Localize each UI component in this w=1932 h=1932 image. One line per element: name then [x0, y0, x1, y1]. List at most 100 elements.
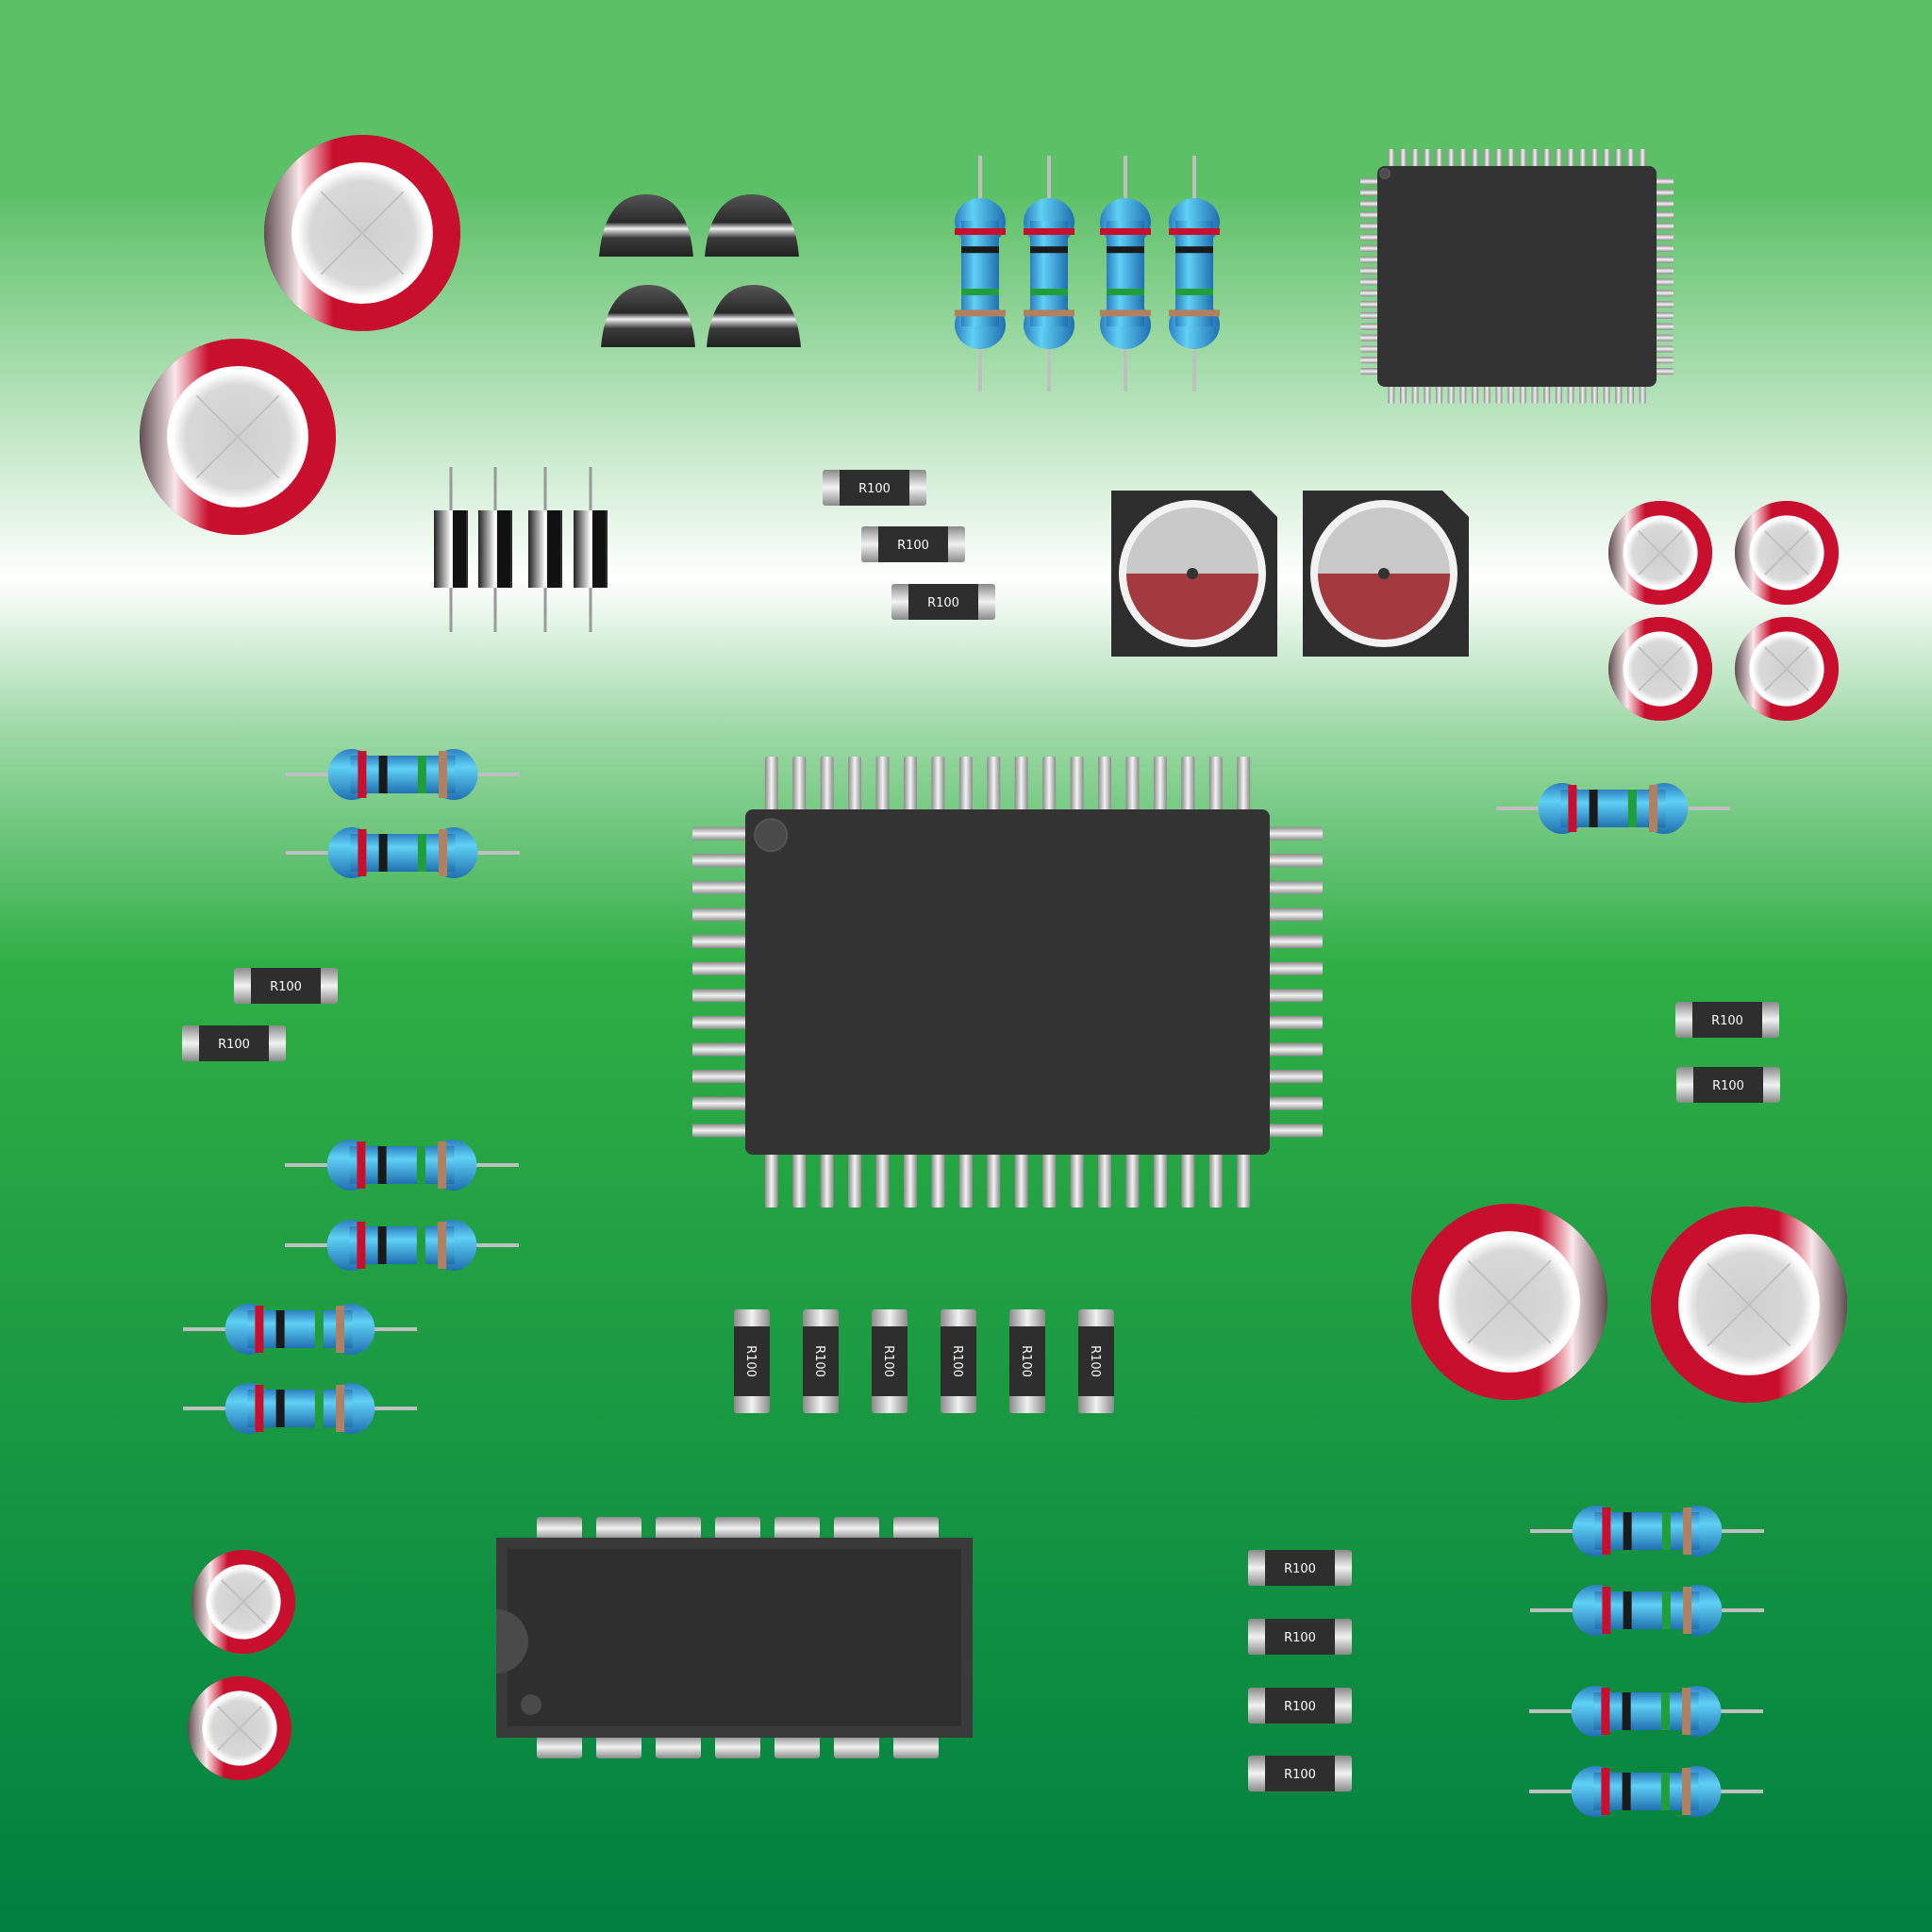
resistor-band — [1660, 1773, 1670, 1810]
chip-pin — [1411, 149, 1419, 170]
smd-body — [803, 1326, 839, 1396]
chip-body — [1377, 166, 1657, 387]
chip-pin — [692, 1042, 749, 1057]
resistor-band — [1100, 309, 1151, 317]
smd-resistor: R100 — [1248, 1688, 1352, 1724]
chip-pin — [1360, 323, 1381, 330]
chip-pin — [1531, 149, 1539, 170]
resistor-band — [336, 1306, 345, 1353]
resistor-band — [1175, 289, 1213, 295]
resistor — [285, 1220, 519, 1271]
resistor — [1496, 783, 1730, 834]
chip-pin — [987, 1151, 1001, 1208]
resistor-band — [1175, 246, 1213, 254]
resistor-band — [417, 756, 426, 793]
chip-pin — [764, 1151, 778, 1208]
electrolytic-capacitor — [1411, 1204, 1607, 1400]
chip-pin — [537, 1736, 582, 1758]
smd-capacitor-polarity — [1318, 574, 1450, 640]
diode-band — [497, 510, 510, 588]
smd-capacitor-polarity — [1126, 574, 1258, 640]
chip-pin — [875, 1151, 890, 1208]
chip-pin — [764, 757, 778, 813]
chip-pin — [1507, 149, 1515, 170]
smd-resistor: R100 — [861, 526, 965, 562]
resistor-band — [1682, 1688, 1691, 1735]
chip-pin — [1579, 383, 1587, 404]
smd-body — [840, 470, 909, 506]
chip-pin — [1653, 267, 1674, 275]
resistor — [1529, 1686, 1763, 1737]
resistor-band — [314, 1310, 324, 1348]
resistor-band — [1030, 289, 1068, 295]
chip-pin — [1436, 383, 1443, 404]
resistor-band — [439, 829, 448, 876]
capacitor-vent — [1707, 1262, 1791, 1347]
resistor-band — [1024, 228, 1074, 235]
chip-pin — [1507, 383, 1515, 404]
smd-body — [251, 968, 321, 1004]
resistor-band — [1660, 1692, 1670, 1730]
capacitor-vent — [1764, 530, 1809, 575]
qfp-chip — [692, 757, 1323, 1208]
chip-pin — [1360, 267, 1381, 275]
smd-body — [199, 1025, 269, 1061]
dip-chip — [496, 1517, 973, 1758]
smd-label: R100 — [1284, 1700, 1316, 1714]
electrolytic-capacitor — [188, 1676, 291, 1780]
chip-pin — [1543, 383, 1551, 404]
chip-pin — [1098, 757, 1112, 813]
resistor-band — [1661, 1591, 1671, 1629]
smd-label: R100 — [1711, 1014, 1743, 1028]
chip-pin — [1653, 278, 1674, 286]
resistor-band — [255, 1385, 264, 1432]
resistor-band — [438, 1141, 447, 1189]
smd-label: R100 — [1712, 1079, 1744, 1093]
chip-pin — [1653, 368, 1674, 375]
smd-body — [872, 1326, 908, 1396]
capacitor-vent — [1764, 646, 1809, 691]
chip-pin — [1627, 149, 1635, 170]
resistor-band — [1661, 1512, 1671, 1550]
chip-pin — [1153, 1151, 1167, 1208]
chip-pin — [1360, 234, 1381, 242]
chip-pin — [1567, 383, 1574, 404]
smd-label: R100 — [218, 1038, 250, 1052]
electrolytic-capacitor — [1735, 617, 1839, 721]
resistor-band — [1024, 309, 1074, 317]
chip-pin — [1360, 345, 1381, 353]
resistor-band — [377, 1226, 387, 1264]
resistor-body — [349, 1146, 455, 1184]
chip-pin — [1360, 244, 1381, 252]
resistor-band — [336, 1385, 345, 1432]
chip-pin — [1266, 1042, 1323, 1057]
chip-pin — [1125, 757, 1140, 813]
resistor-band — [357, 1222, 366, 1269]
capacitor-vent — [1638, 530, 1683, 575]
smd-resistor: R100 — [872, 1309, 908, 1413]
chip-pin — [931, 757, 945, 813]
resistor-band — [1622, 1692, 1631, 1730]
chip-pin — [1042, 757, 1057, 813]
resistor-band — [955, 309, 1006, 317]
chip-pin — [1653, 211, 1674, 219]
smd-resistor: R100 — [182, 1025, 286, 1061]
chip-pin — [1653, 234, 1674, 242]
chip-pin — [1360, 290, 1381, 297]
smd-body — [1693, 1067, 1763, 1103]
chip-pin — [820, 757, 834, 813]
chip-pin — [1543, 149, 1551, 170]
chip-pin — [1360, 301, 1381, 308]
resistor-band — [961, 289, 999, 295]
resistor-band — [1601, 1688, 1610, 1735]
smd-body — [734, 1326, 770, 1396]
resistor-band — [1100, 228, 1151, 235]
resistor-band — [1601, 1768, 1610, 1815]
transistor-body — [599, 194, 693, 257]
chip-pin — [692, 989, 749, 1003]
chip-pin — [692, 1015, 749, 1029]
chip-pin — [1653, 301, 1674, 308]
chip-pin — [596, 1517, 641, 1540]
chip-pin — [715, 1517, 760, 1540]
